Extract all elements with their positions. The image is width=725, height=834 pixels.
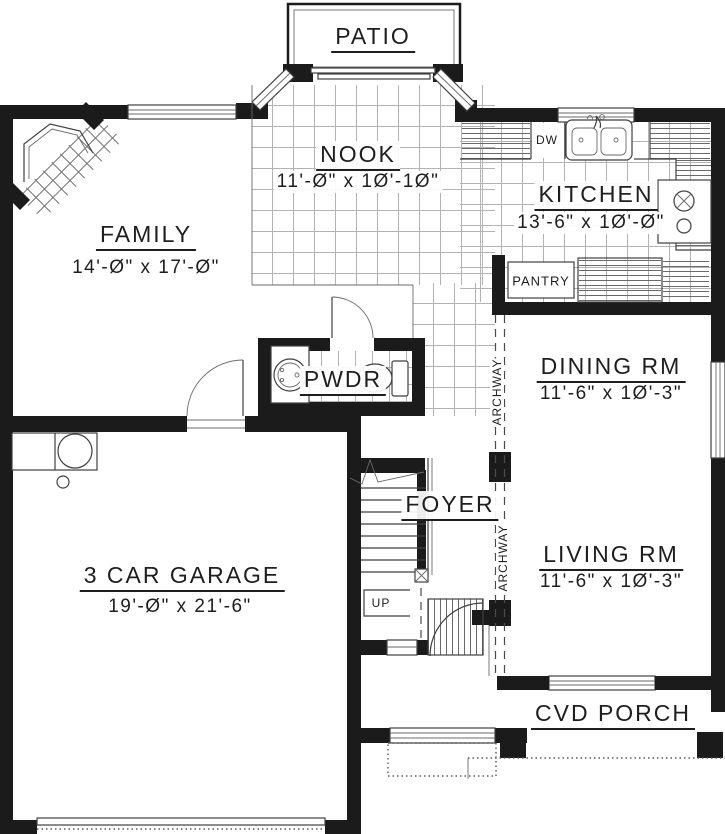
kitchen-label: KITCHEN bbox=[534, 181, 658, 211]
pantry-label: PANTRY bbox=[510, 273, 572, 289]
kitchen-sink bbox=[565, 114, 633, 161]
exterior-walls bbox=[0, 100, 725, 834]
kitchen-counter-edges bbox=[460, 122, 711, 251]
nook-label: NOOK bbox=[316, 141, 400, 171]
dishwasher bbox=[532, 123, 564, 158]
family-dims: 14'-Ø" x 17'-Ø" bbox=[69, 257, 223, 279]
patio-label: PATIO bbox=[331, 23, 415, 53]
entry-closet bbox=[386, 598, 484, 657]
porch-label: CVD PORCH bbox=[530, 700, 696, 730]
dishwasher-label: DW bbox=[536, 133, 558, 147]
entry-closet-floor bbox=[428, 599, 483, 655]
kitchen-dims: 13'-6" x 1Ø'-Ø" bbox=[514, 212, 668, 234]
living-label: LIVING RM bbox=[539, 541, 683, 571]
kitchen-counter-left bbox=[462, 123, 530, 159]
stairs-up bbox=[349, 458, 433, 638]
living-window bbox=[548, 675, 656, 691]
living-dims: 11'-6" x 1Ø'-3" bbox=[536, 571, 686, 593]
family-window bbox=[127, 104, 237, 120]
front-door bbox=[387, 727, 497, 777]
porch-pillars bbox=[500, 732, 723, 758]
basement-stairs bbox=[579, 260, 661, 301]
fireplace bbox=[2, 102, 104, 210]
basement-stairs-outline bbox=[577, 257, 663, 303]
water-heater-platform bbox=[11, 432, 98, 489]
foyer-label: FOYER bbox=[401, 491, 499, 521]
nook-dims: 11'-Ø" x 1Ø'-1Ø" bbox=[273, 171, 443, 193]
archway-label-lower: ARCHWAY bbox=[496, 524, 510, 592]
up-label: UP bbox=[371, 596, 391, 610]
kitchen-counter-right-top bbox=[650, 123, 710, 159]
dining-window bbox=[710, 361, 725, 459]
hall-tile-floor bbox=[413, 283, 495, 416]
powder-door bbox=[330, 296, 374, 351]
powder-label: PWDR bbox=[299, 366, 387, 396]
archway-label-upper: ARCHWAY bbox=[490, 358, 504, 426]
interior-walls bbox=[0, 255, 725, 834]
family-label: FAMILY bbox=[95, 221, 197, 251]
kitchen-counter-return bbox=[663, 261, 709, 300]
porch-slab bbox=[467, 625, 725, 779]
dining-dims: 11'-6" x 1Ø'-3" bbox=[536, 383, 686, 405]
bay-window-right bbox=[432, 68, 476, 112]
garage-door bbox=[36, 817, 326, 830]
garage-dims: 19'-Ø" x 21'-6" bbox=[105, 596, 255, 618]
dining-label: DINING RM bbox=[536, 353, 686, 383]
garage-label: 3 CAR GARAGE bbox=[79, 562, 285, 592]
bay-window-left bbox=[251, 68, 295, 111]
garage-entry-door bbox=[186, 359, 245, 432]
floor-edges bbox=[251, 85, 414, 338]
